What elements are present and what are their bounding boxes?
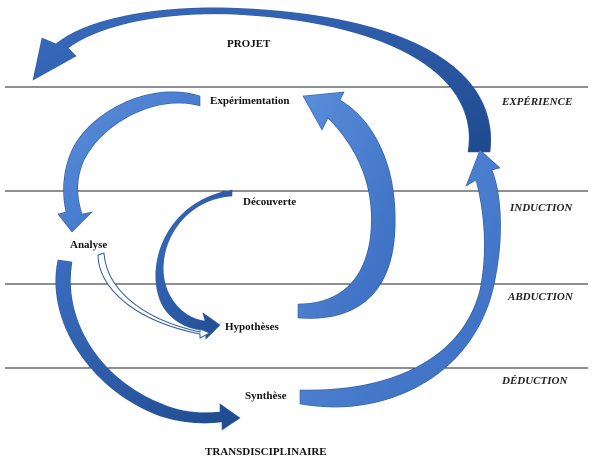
band-label-experience: EXPÉRIENCE xyxy=(501,96,572,108)
projet-arrow xyxy=(32,7,492,153)
band-label-deduction: DÉDUCTION xyxy=(501,375,568,387)
band-label-abduction: ABDUCTION xyxy=(507,291,574,303)
experimentation-to-analyse-arrow xyxy=(57,91,201,233)
analyse-to-hypotheses-arrow xyxy=(97,252,212,339)
hypotheses-to-experimentation-arrow xyxy=(297,91,396,319)
label-transdisciplinaire: TRANSDISCIPLINAIRE xyxy=(205,446,327,458)
analyse-to-synthese-arrow xyxy=(55,259,241,431)
label-decouverte: Découverte xyxy=(243,196,296,208)
decouverte-to-hypotheses-arrow xyxy=(155,189,233,340)
band-label-induction: INDUCTION xyxy=(509,202,573,214)
label-synthese: Synthèse xyxy=(245,390,287,402)
synthese-to-projet-arrow xyxy=(299,149,501,408)
label-experimentation: Expérimentation xyxy=(210,95,289,107)
label-projet: PROJET xyxy=(227,38,271,50)
label-analyse: Analyse xyxy=(70,239,107,251)
label-hypotheses: Hypothèses xyxy=(225,321,280,333)
